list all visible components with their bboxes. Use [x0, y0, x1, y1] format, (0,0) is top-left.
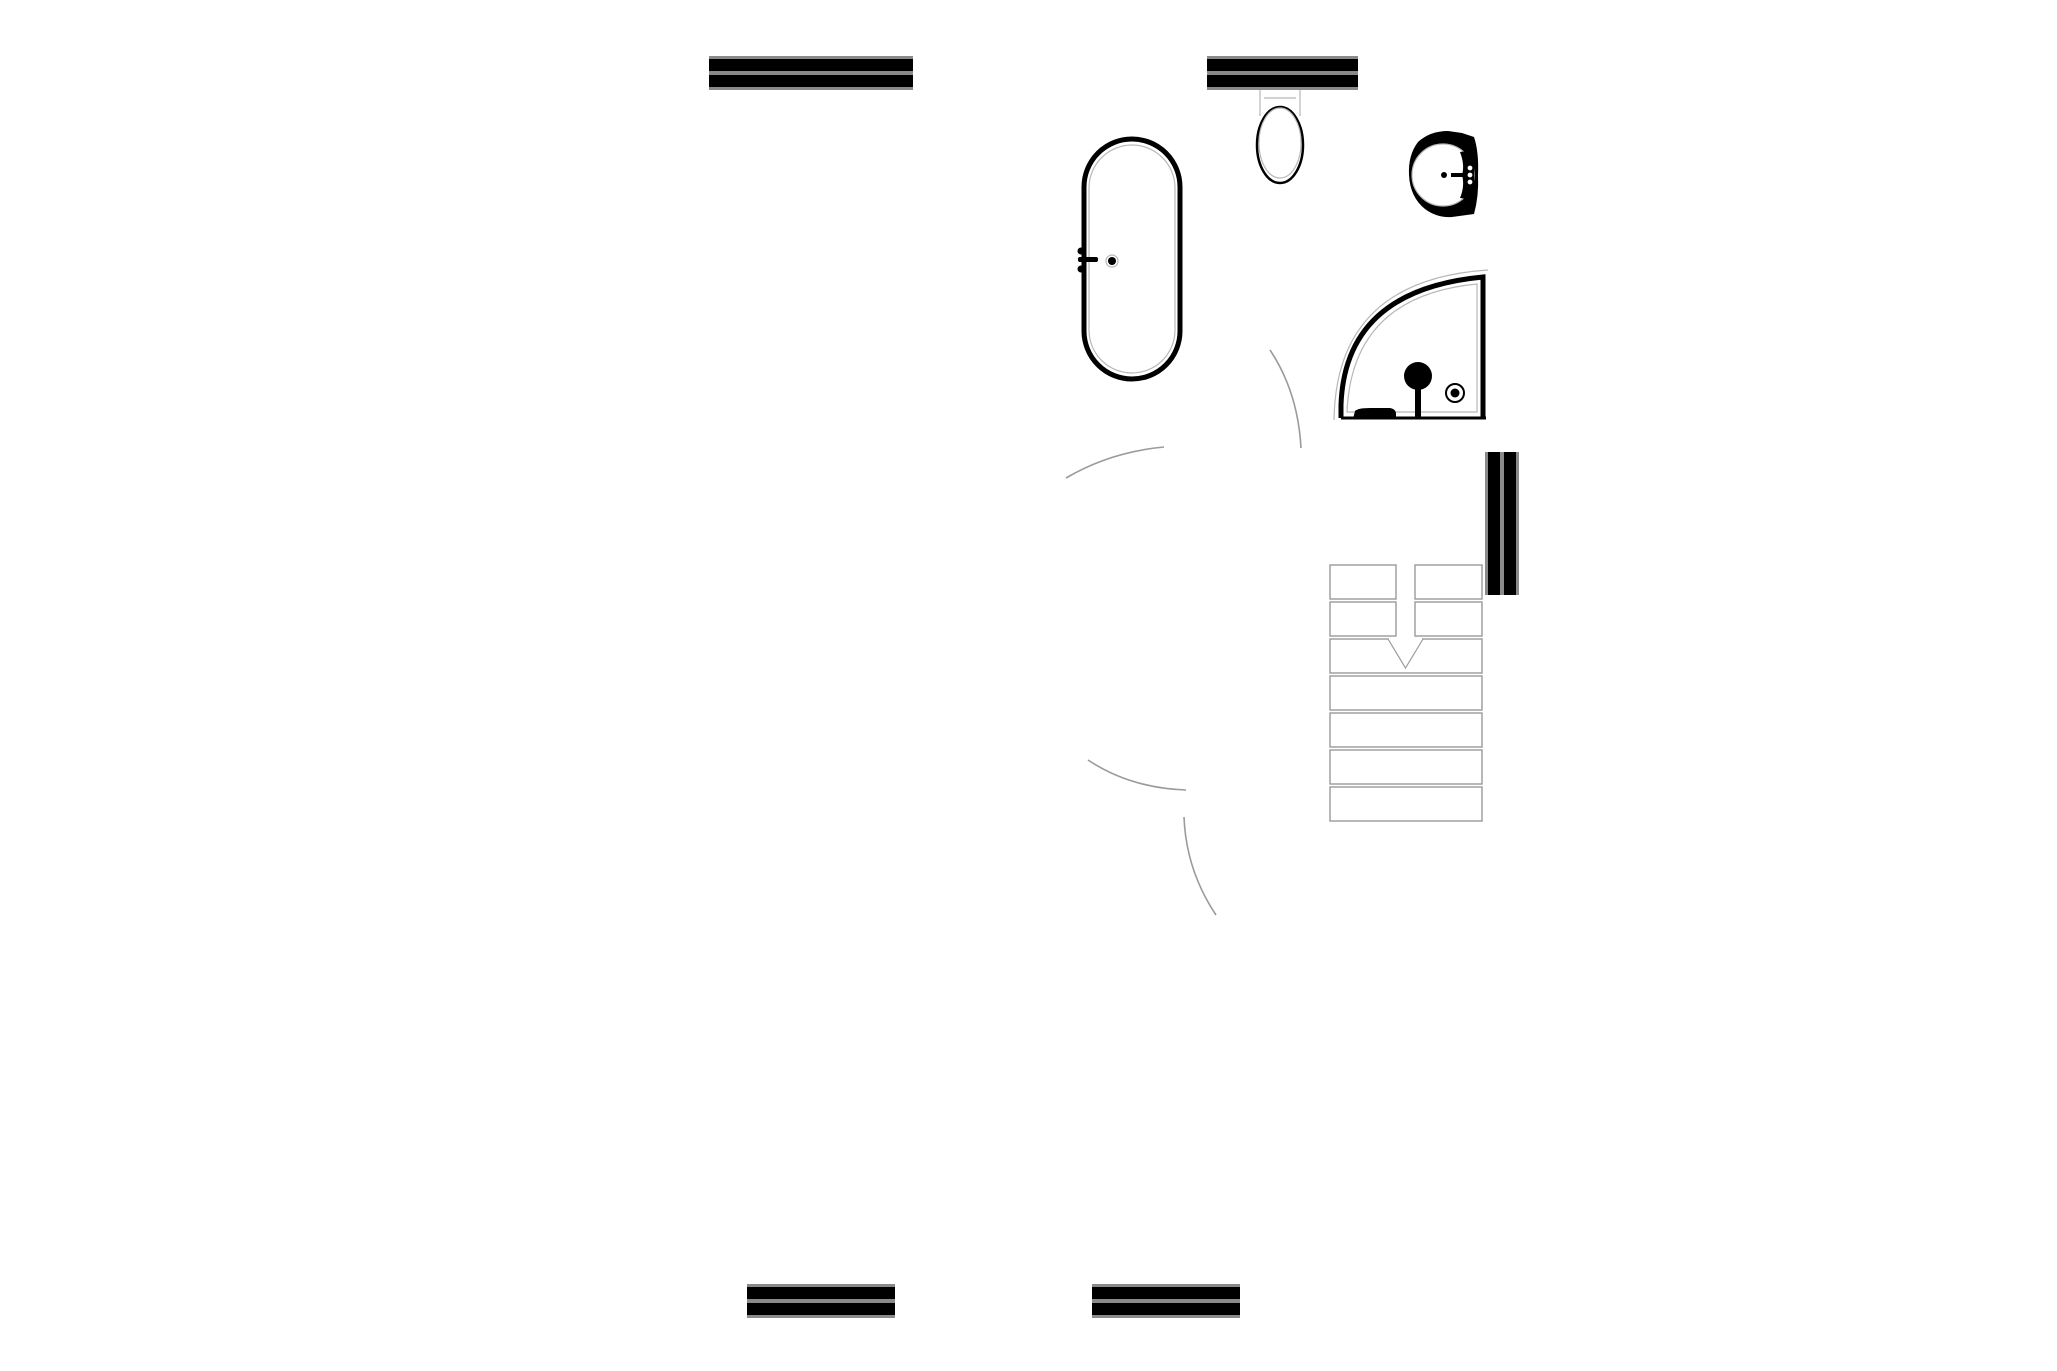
- door-swing-2: [1065, 446, 1165, 479]
- staircase: [1329, 564, 1483, 822]
- bathtub-drain-icon: [1108, 257, 1116, 265]
- stair-step-7: [1329, 786, 1483, 822]
- bathtub-faucet-icon: [1077, 247, 1098, 273]
- door-swing-4: [1183, 816, 1217, 916]
- stair-step-2-right: [1414, 601, 1483, 637]
- window-top-right: [1207, 56, 1358, 90]
- shower-head-icon: [1404, 362, 1436, 419]
- shower-soap-dish: [1353, 408, 1396, 419]
- toilet: [1255, 90, 1305, 185]
- sink: [1408, 131, 1479, 218]
- stair-step-6: [1329, 749, 1483, 785]
- door-swing-1: [1269, 349, 1302, 449]
- shower: [1333, 269, 1489, 421]
- stair-step-1-right: [1414, 564, 1483, 600]
- window-bottom-right: [1092, 1284, 1240, 1318]
- toilet-tank: [1259, 90, 1301, 116]
- shower-drain-icon: [1445, 383, 1465, 403]
- window-right: [1485, 452, 1519, 595]
- stair-step-5: [1329, 712, 1483, 748]
- toilet-bowl: [1255, 105, 1305, 185]
- stair-step-4: [1329, 675, 1483, 711]
- stair-step-1-left: [1329, 564, 1397, 600]
- bathtub: [1077, 136, 1183, 382]
- window-top-left: [709, 56, 913, 90]
- window-bottom-left: [747, 1284, 895, 1318]
- sink-faucet-icon: [1441, 164, 1474, 186]
- stair-step-2-left: [1329, 601, 1397, 637]
- door-swing-3: [1087, 759, 1187, 791]
- stair-direction-arrow-icon: [1387, 638, 1424, 670]
